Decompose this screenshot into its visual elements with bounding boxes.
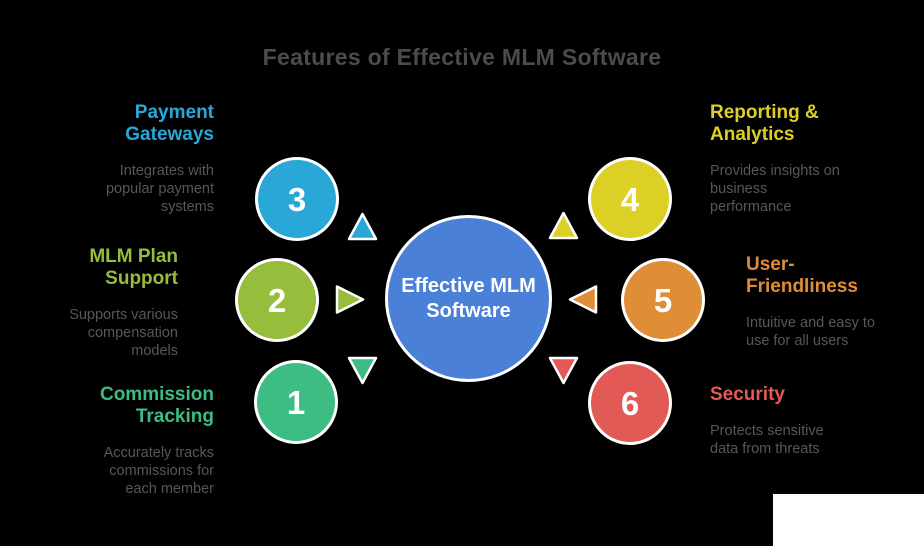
node-circle-6: 6: [588, 361, 672, 445]
feature-description-user-friendliness: Intuitive and easy to use for all users: [746, 315, 875, 349]
feature-heading-commission-tracking: Commission Tracking: [99, 384, 214, 427]
triangle-up-icon: [347, 212, 378, 241]
node-circle-3: 3: [255, 157, 339, 241]
feature-description-mlm-plan-support: Supports various compensation models: [69, 307, 178, 359]
node-number-4: 4: [620, 180, 640, 218]
feature-heading-reporting-analytics: Reporting & Analytics: [710, 102, 819, 145]
feature-description-security: Protects sensitive data from threats: [710, 423, 824, 457]
triangle-down-icon: [548, 356, 579, 385]
watermark-cover-box: [773, 494, 924, 546]
feature-block-payment-gateways: Payment Gateways Integrates with popular…: [44, 102, 214, 216]
node-number-5: 5: [653, 281, 673, 319]
feature-block-user-friendliness: User- Friendliness Intuitive and easy to…: [746, 254, 924, 350]
center-node-circle: Effective MLM Software: [385, 215, 552, 382]
node-circle-5: 5: [621, 258, 705, 342]
node-number-6: 6: [620, 384, 640, 422]
feature-heading-security: Security: [710, 384, 785, 405]
feature-block-mlm-plan-support: MLM Plan Support Supports various compen…: [8, 246, 178, 360]
triangle-up-icon: [548, 211, 579, 240]
node-circle-4: 4: [588, 157, 672, 241]
page-title: Features of Effective MLM Software: [262, 44, 662, 70]
node-number-2: 2: [267, 281, 287, 319]
feature-description-payment-gateways: Integrates with popular payment systems: [105, 163, 214, 215]
feature-description-commission-tracking: Accurately tracks commissions for each m…: [103, 445, 214, 497]
triangle-right-icon: [335, 285, 365, 314]
center-node-label: Effective MLM Software: [401, 274, 536, 322]
node-circle-1: 1: [254, 360, 338, 444]
feature-heading-mlm-plan-support: MLM Plan Support: [89, 246, 178, 289]
feature-description-reporting-analytics: Provides insights on business performanc…: [710, 163, 840, 215]
triangle-left-icon: [568, 285, 598, 314]
node-circle-2: 2: [235, 258, 319, 342]
feature-block-commission-tracking: Commission Tracking Accurately tracks co…: [44, 384, 214, 498]
node-number-3: 3: [287, 180, 307, 218]
feature-block-security: Security Protects sensitive data from th…: [710, 384, 895, 458]
node-number-1: 1: [286, 383, 306, 421]
feature-heading-payment-gateways: Payment Gateways: [125, 102, 214, 145]
feature-heading-user-friendliness: User- Friendliness: [746, 254, 858, 297]
feature-block-reporting-analytics: Reporting & Analytics Provides insights …: [710, 102, 895, 216]
triangle-down-icon: [347, 356, 378, 385]
